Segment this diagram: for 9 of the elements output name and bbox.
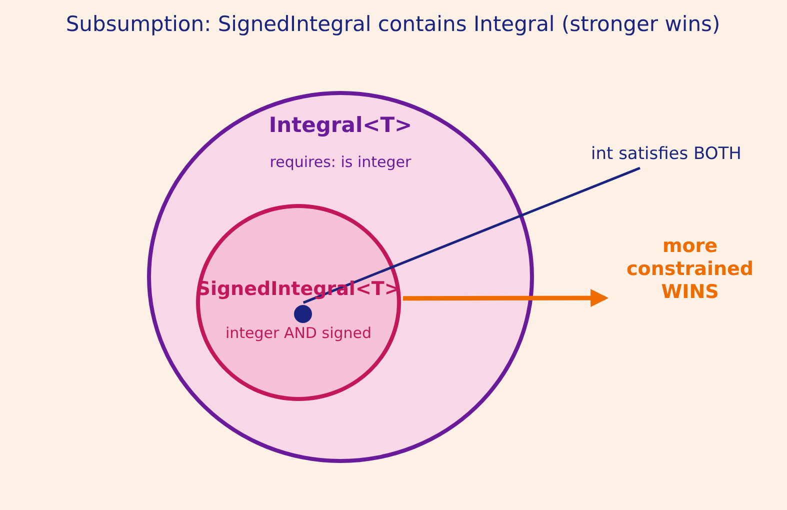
- point-dot: [294, 305, 312, 323]
- set-description: requires: is integer: [270, 153, 412, 171]
- set-title: Integral<T>: [268, 113, 412, 137]
- conclusion-text: more constrained WINS: [615, 235, 765, 305]
- leader-line: [302, 166, 640, 304]
- callout-text: int satisfies BOTH: [591, 144, 766, 166]
- diagram-title: Subsumption: SignedIntegral contains Integral (stronger wins): [66, 12, 720, 36]
- set-description: integer AND signed: [225, 324, 372, 342]
- arrow: [403, 289, 609, 308]
